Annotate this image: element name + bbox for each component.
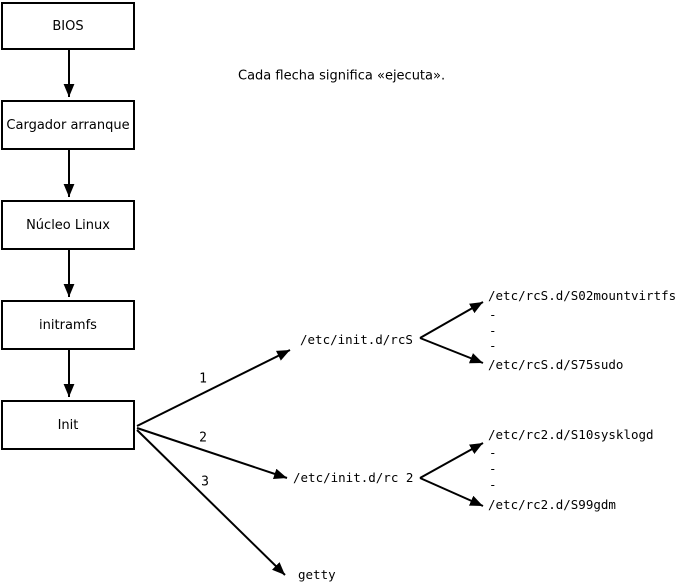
ellipsis-dash: - <box>489 444 497 460</box>
label-rc2-child-s10sysklogd: /etc/rc2.d/S10sysklogd <box>488 426 654 442</box>
ellipsis-dash: - <box>489 322 497 338</box>
arrow-init-to-rc2 <box>136 427 288 480</box>
box-initramfs: initramfs <box>1 300 135 350</box>
arrow-rc2-to-s99gdm <box>419 477 484 507</box>
arrow-number-1: 1 <box>199 371 207 387</box>
box-bios-label: BIOS <box>52 18 84 34</box>
box-bootloader-label: Cargador arranque <box>6 117 130 133</box>
box-bios: BIOS <box>1 2 135 50</box>
ellipsis-dash: - <box>489 460 497 476</box>
arrow-rcs-to-s02mountvirtfs <box>419 301 484 339</box>
arrow-init-to-rcs <box>136 349 291 427</box>
box-kernel: Núcleo Linux <box>1 200 135 250</box>
box-bootloader: Cargador arranque <box>1 100 135 150</box>
box-init: Init <box>1 400 135 450</box>
arrow-number-3: 3 <box>201 474 209 490</box>
label-rcs-script: /etc/init.d/rcS <box>300 331 413 347</box>
arrow-init-to-getty <box>136 429 286 576</box>
arrow-rcs-to-s75sudo <box>419 337 484 364</box>
ellipsis-dash: - <box>489 306 497 322</box>
ellipsis-dash: - <box>489 476 497 492</box>
label-rc2-script: /etc/init.d/rc 2 <box>293 469 414 485</box>
arrow-number-2: 2 <box>199 430 207 446</box>
note-text: Cada flecha significa «ejecuta». <box>238 68 446 84</box>
label-rcs-child-s75sudo: /etc/rcS.d/S75sudo <box>488 356 624 372</box>
ellipsis-dash: - <box>489 337 497 353</box>
arrow-rc2-to-s10sysklogd <box>419 442 484 479</box>
box-kernel-label: Núcleo Linux <box>26 217 110 233</box>
box-initramfs-label: initramfs <box>39 317 97 333</box>
label-rc2-child-s99gdm: /etc/rc2.d/S99gdm <box>488 496 616 512</box>
label-getty: getty <box>298 566 336 582</box>
box-init-label: Init <box>57 417 79 433</box>
label-rcs-child-s02mountvirtfs: /etc/rcS.d/S02mountvirtfs <box>488 287 677 303</box>
